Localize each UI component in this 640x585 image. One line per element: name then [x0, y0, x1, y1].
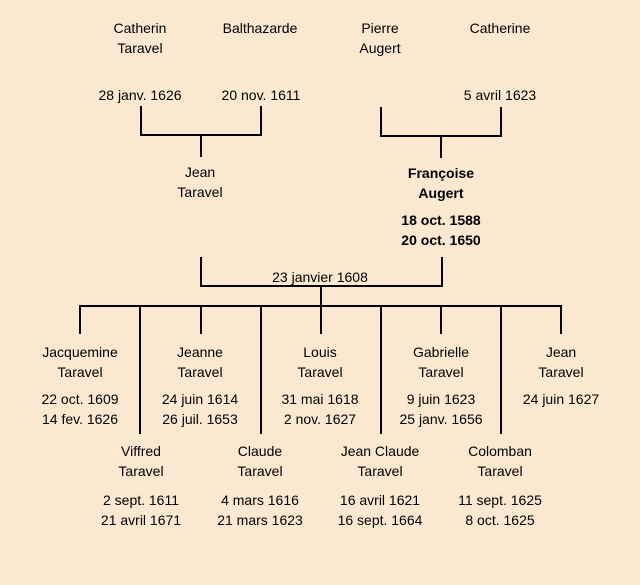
person-balthazarde[interactable]: Balthazarde	[223, 18, 298, 38]
person-name-line: Taravel	[117, 40, 163, 56]
dates-louis: 31 mai 1618 2 nov. 1627	[281, 389, 358, 429]
connector-vertical	[379, 107, 382, 137]
person-name-line: Taravel	[538, 364, 584, 380]
connector-vertical	[560, 307, 562, 334]
dates-colomban: 11 sept. 1625 8 oct. 1625	[458, 490, 542, 530]
person-gabrielle-taravel[interactable]: Gabrielle Taravel	[413, 342, 469, 382]
person-name-line: Taravel	[418, 364, 464, 380]
sibling-line	[79, 305, 562, 307]
connector-horizontal	[199, 285, 443, 287]
dates-viffred: 2 sept. 1611 21 avril 1671	[101, 490, 181, 530]
person-louis-taravel[interactable]: Louis Taravel	[297, 342, 342, 382]
date-line: 21 mars 1623	[217, 512, 303, 528]
person-name-line: Taravel	[297, 364, 343, 380]
dates-jeanne: 24 juin 1614 26 juil. 1653	[162, 389, 238, 429]
person-name-line: Taravel	[57, 364, 103, 380]
person-name-line: Colomban	[468, 443, 532, 459]
date-line: 11 sept. 1625	[458, 492, 542, 508]
person-name-line: Jean	[545, 344, 577, 360]
date-line: 25 janv. 1656	[399, 411, 483, 427]
date-line: 26 juil. 1653	[162, 411, 238, 427]
marriage-date: 23 janvier 1608	[272, 269, 368, 285]
date-line: 2 sept. 1611	[102, 492, 180, 508]
person-name-line: Viffred	[121, 443, 161, 459]
person-name-line: Taravel	[477, 463, 523, 479]
person-name-line: Catherine	[469, 20, 531, 36]
date-line: 21 avril 1671	[100, 512, 182, 528]
connector-vertical	[199, 136, 202, 157]
person-name-line: Taravel	[237, 463, 283, 479]
person-name-line: Pierre	[361, 20, 399, 36]
dates-jean-claude: 16 avril 1621 16 sept. 1664	[338, 490, 423, 530]
connector-vertical	[199, 257, 202, 287]
person-catherine[interactable]: Catherine	[470, 18, 531, 38]
person-name-line: Taravel	[177, 364, 223, 380]
dates-jean-child: 24 juin 1627	[523, 389, 599, 409]
person-claude-taravel[interactable]: Claude Taravel	[237, 441, 282, 481]
person-colomban-taravel[interactable]: Colomban Taravel	[468, 441, 532, 481]
person-jean-claude-taravel[interactable]: Jean Claude Taravel	[341, 441, 420, 481]
person-name-line: Gabrielle	[412, 344, 470, 360]
date-balthazarde: 20 nov. 1611	[221, 87, 301, 103]
date-line: 16 avril 1621	[339, 492, 421, 508]
connector-vertical	[440, 307, 442, 334]
connector-vertical	[441, 257, 443, 287]
person-jeanne-taravel[interactable]: Jeanne Taravel	[177, 342, 223, 382]
date-line: 31 mai 1618	[281, 391, 359, 407]
dates-claude: 4 mars 1616 21 mars 1623	[217, 490, 303, 530]
connector-vertical	[199, 307, 202, 334]
date-line: 8 oct. 1625	[465, 512, 535, 528]
person-name-line: Claude	[237, 443, 283, 459]
date-line: 16 sept. 1664	[337, 512, 423, 528]
date-line: 24 juin 1614	[161, 391, 239, 407]
person-jean-taravel-father[interactable]: Jean Taravel	[177, 162, 222, 202]
person-name-line: Taravel	[118, 463, 164, 479]
person-name-line: Jean Claude	[340, 443, 420, 459]
person-name-line: Françoise	[407, 165, 475, 181]
date-line: 22 oct. 1609	[41, 391, 119, 407]
person-name-line: Catherin	[113, 20, 167, 36]
date-line: 4 mars 1616	[221, 492, 299, 508]
connector-vertical	[439, 137, 442, 158]
date-catherine: 5 avril 1623	[463, 87, 537, 103]
person-jacquemine-taravel[interactable]: Jacquemine Taravel	[42, 342, 118, 382]
connector-horizontal	[379, 135, 502, 137]
connector-vertical	[319, 307, 322, 334]
person-name-line: Augert	[359, 40, 401, 56]
person-pierre-augert[interactable]: Pierre Augert	[359, 18, 400, 58]
person-name-line: Taravel	[357, 463, 403, 479]
person-name-line: Augert	[418, 185, 464, 201]
date-line: 9 juin 1623	[406, 391, 476, 407]
person-name-line: Jeanne	[177, 344, 223, 360]
person-name-line: Jacquemine	[42, 344, 118, 360]
connector-vertical	[379, 307, 382, 434]
connector-horizontal	[139, 134, 262, 136]
connector-vertical	[139, 106, 142, 136]
connector-vertical	[499, 107, 502, 137]
person-name-line: Louis	[303, 344, 337, 360]
date-catherin: 28 janv. 1626	[98, 87, 182, 103]
date-line: 20 oct. 1650	[401, 232, 481, 248]
connector-vertical	[259, 106, 262, 136]
dates-jacquemine: 22 oct. 1609 14 fev. 1626	[41, 389, 118, 429]
connector-vertical	[500, 307, 502, 434]
date-line: 18 oct. 1588	[401, 212, 481, 228]
person-jean-taravel-child[interactable]: Jean Taravel	[538, 342, 583, 382]
date-line: 14 fev. 1626	[41, 411, 119, 427]
person-viffred-taravel[interactable]: Viffred Taravel	[118, 441, 163, 481]
connector-vertical	[259, 307, 262, 434]
person-name-line: Balthazarde	[222, 20, 298, 36]
person-francoise-augert[interactable]: Françoise Augert	[408, 163, 474, 203]
person-catherin-taravel[interactable]: Catherin Taravel	[114, 18, 167, 58]
connector-vertical	[319, 287, 322, 307]
date-line: 24 juin 1627	[522, 391, 600, 407]
person-name-line: Taravel	[177, 184, 223, 200]
connector-vertical	[139, 307, 141, 434]
dates-gabrielle: 9 juin 1623 25 janv. 1656	[399, 389, 482, 429]
person-name-line: Jean	[184, 164, 216, 180]
date-line: 2 nov. 1627	[283, 411, 357, 427]
connector-vertical	[79, 307, 81, 334]
dates-francoise: 18 oct. 1588 20 oct. 1650	[401, 210, 480, 250]
